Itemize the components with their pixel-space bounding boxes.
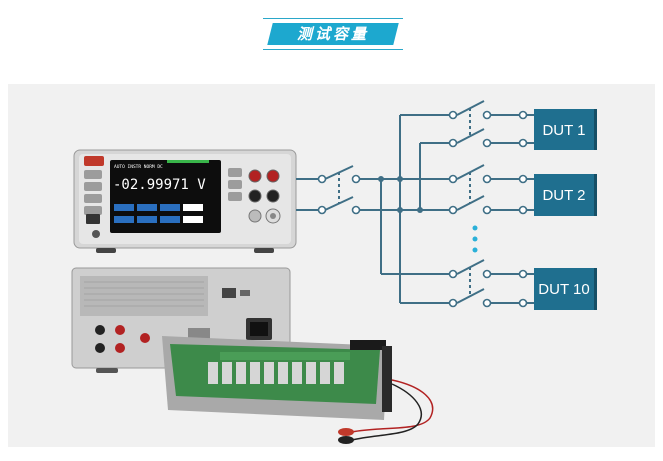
switch-contacts [317,110,528,308]
dut-label-1: DUT 1 [542,122,585,139]
dmm-instrument: AUTO INSTR NORM DC -02.99971 V [73,149,297,253]
junction-dots [378,176,423,213]
dut-box-2: DUT 2 [534,174,597,216]
svg-text:AUTO INSTR NORM DC: AUTO INSTR NORM DC [114,164,163,170]
dut-label-10: DUT 10 [538,281,589,298]
dmm-reading: -02.99971 V [113,177,206,193]
banner-title: 测试容量 [296,25,369,43]
banner-top-rule [263,18,403,19]
scanner-card [162,336,434,444]
ellipsis-dots [472,225,478,253]
banner-bottom-rule [263,49,403,50]
switch-network [296,100,534,304]
dut-box-1: DUT 1 [534,109,597,150]
dmm-screen [110,160,221,233]
dut-box-10: DUT 10 [534,268,597,310]
section-banner: 测试容量 [263,18,403,50]
dut-label-2: DUT 2 [542,187,585,204]
